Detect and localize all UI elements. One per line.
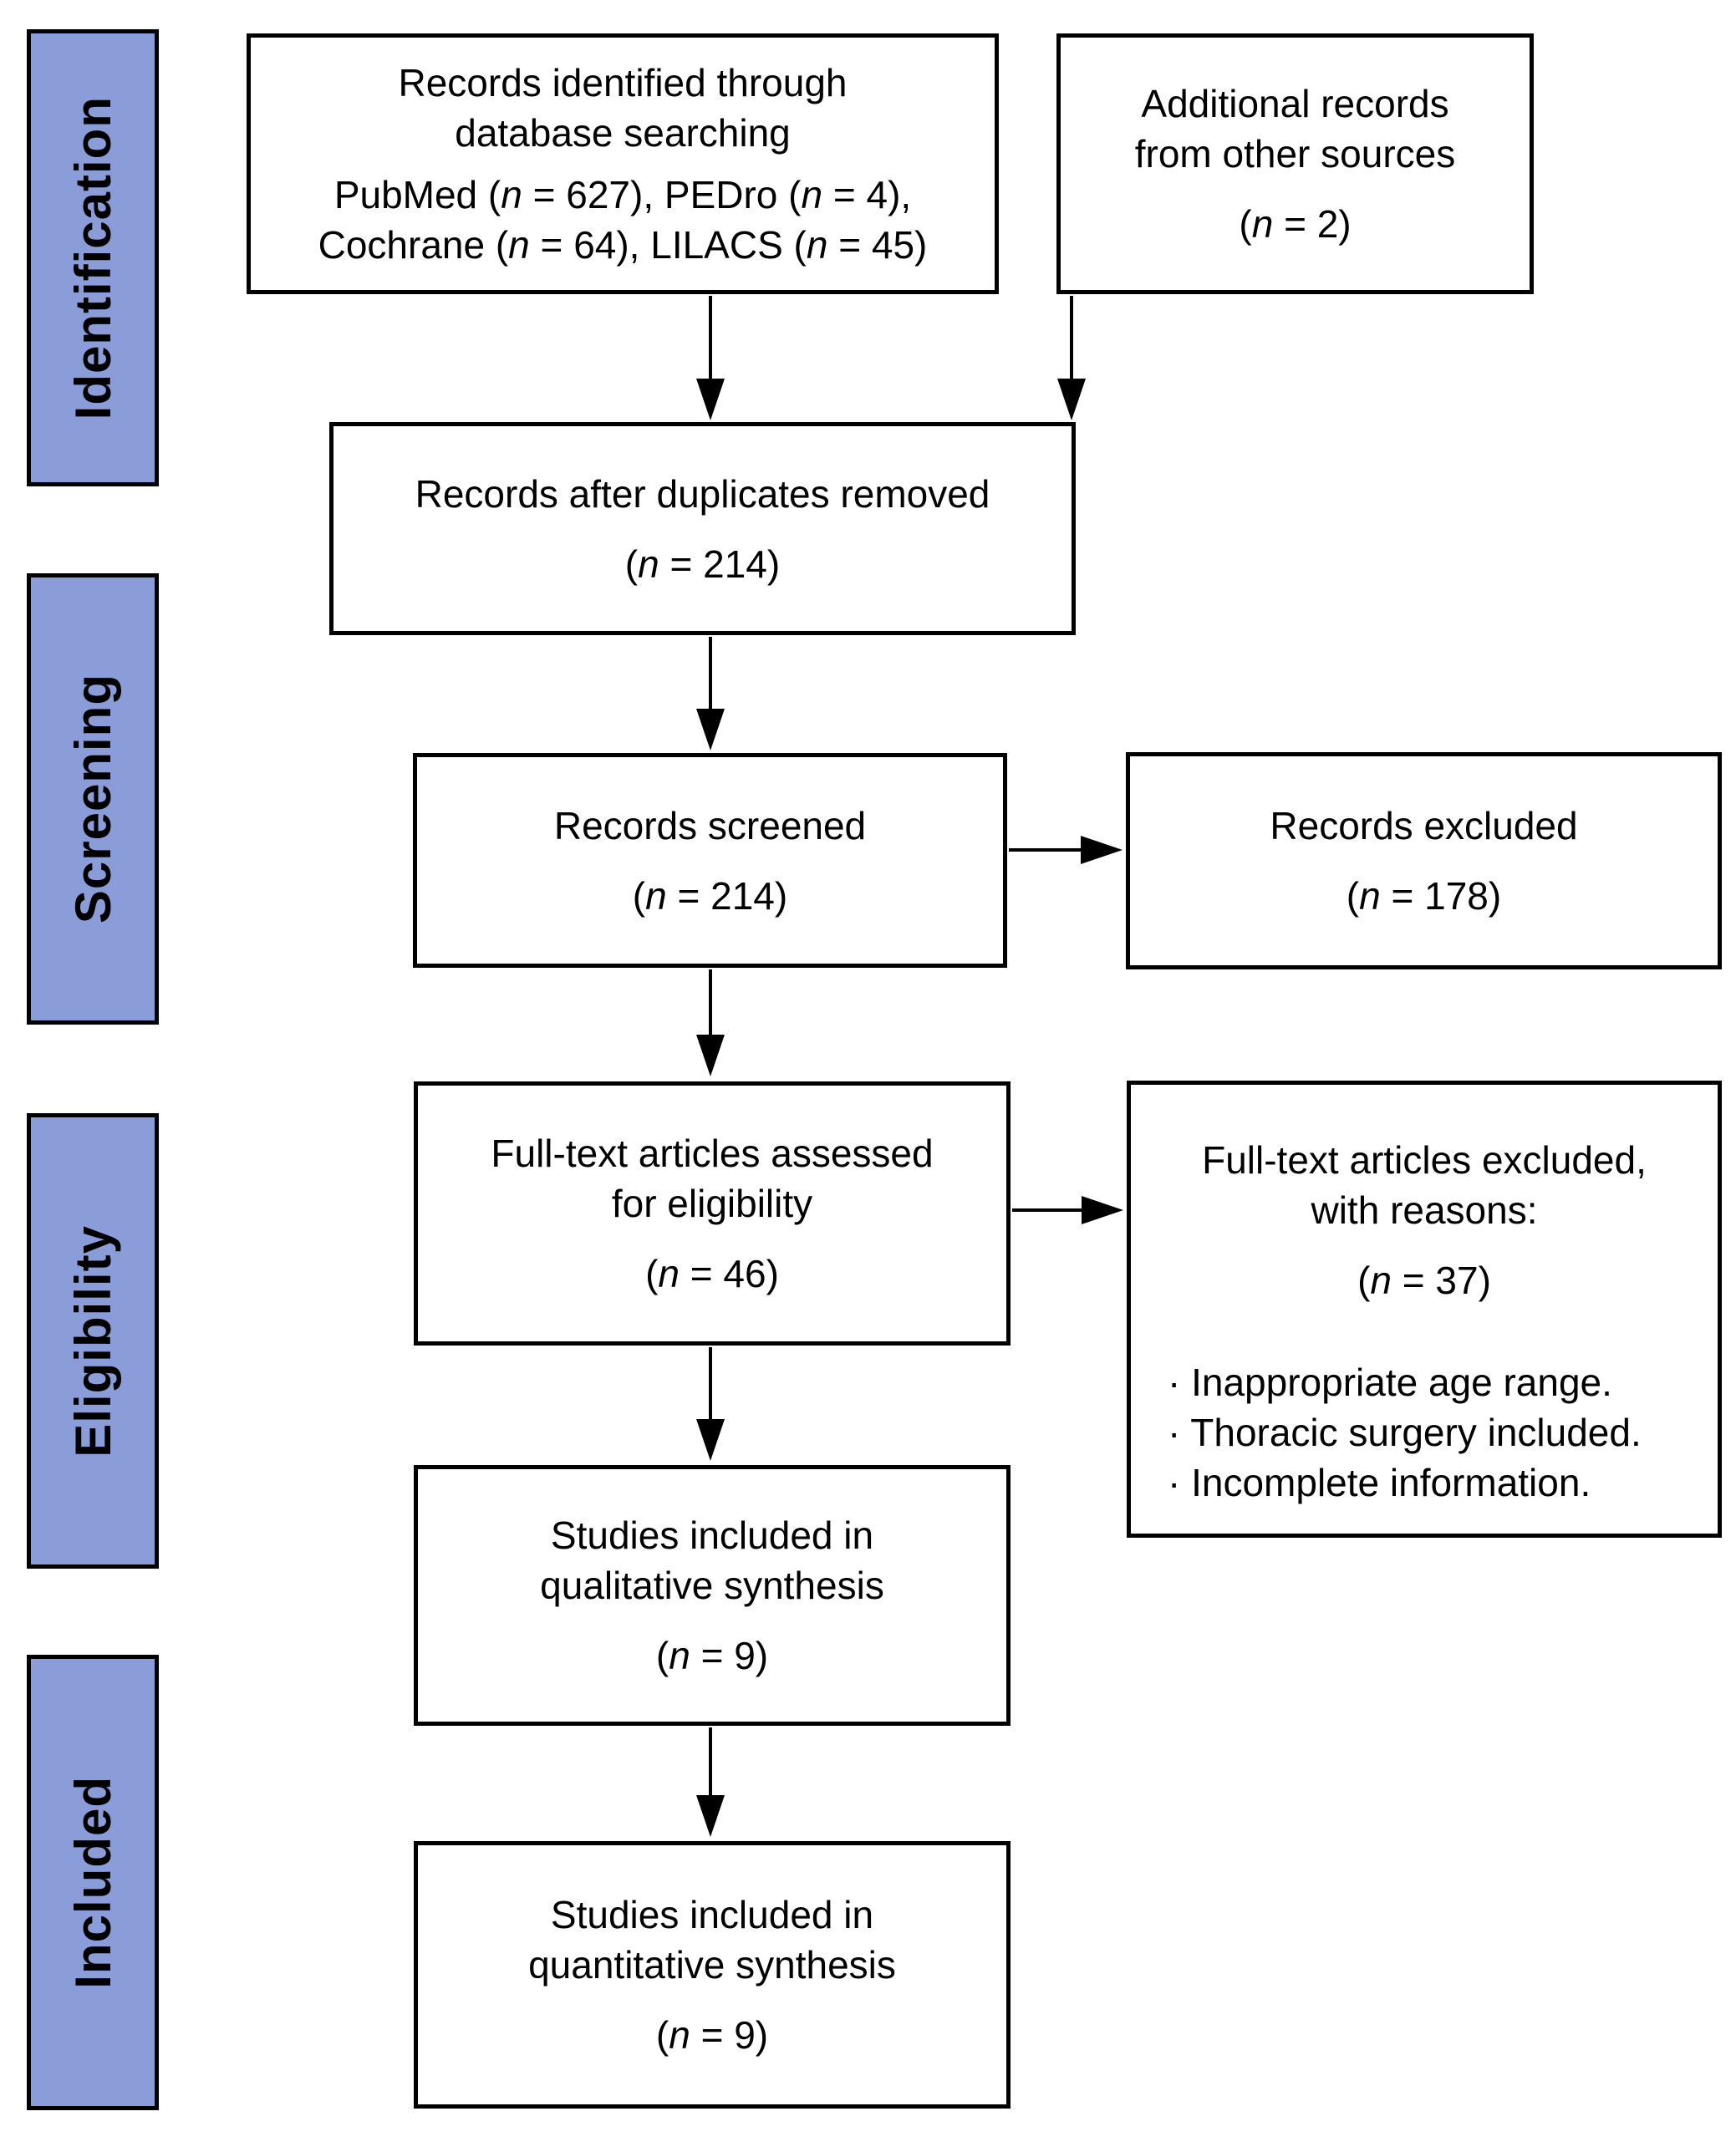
box-fulltext-assessed-count: (n = 46) [645,1252,779,1295]
box-quantitative-synthesis-count: (n = 9) [655,2013,769,2057]
arrow-qualitative-to-quantitative [696,1727,725,1837]
arrow-fulltext-to-qualitative [696,1347,725,1461]
stage-screening: Screening [27,573,159,1025]
stage-screening-label: Screening [64,674,121,924]
box-qualitative-synthesis: Studies included in qualitative synthesi… [414,1465,1011,1726]
box-fulltext-excluded-count: (n = 37) [1357,1259,1491,1302]
box-records-identified-line: Records identified through [398,61,848,104]
box-records-identified-sources: Cochrane (n = 64), LILACS (n = 45) [318,223,928,267]
arrow-screened-to-excluded [1009,836,1123,864]
box-records-identified: Records identified through database sear… [247,33,999,294]
stage-included-label: Included [64,1776,121,1989]
arrow-additional-to-duplicates [1057,296,1086,420]
box-records-excluded-line: Records excluded [1270,804,1578,847]
box-records-identified-line: database searching [455,111,791,155]
box-quantitative-synthesis: Studies included in quantitative synthes… [414,1841,1011,2109]
box-duplicates-removed-count: (n = 214) [624,542,781,586]
box-qualitative-synthesis-line: Studies included in [550,1514,874,1557]
stage-eligibility: Eligibility [27,1113,159,1569]
box-fulltext-assessed-line: Full-text articles assessed [491,1132,934,1175]
box-records-identified-sources: PubMed (n = 627), PEDro (n = 4), [333,173,912,216]
exclusion-reason-item: · Thoracic surgery included. [1168,1411,1642,1454]
box-additional-records: Additional records from other sources (n… [1056,33,1534,294]
stage-identification-label: Identification [64,95,121,420]
box-fulltext-assessed-line: for eligibility [611,1182,813,1225]
box-records-screened-line: Records screened [553,803,867,847]
arrow-screened-to-fulltext [696,969,725,1076]
arrow-fulltext-to-ft-excluded [1012,1196,1123,1224]
exclusion-reasons-list: · Inappropriate age range. · Thoracic su… [1131,1357,1642,1508]
box-quantitative-synthesis-line: Studies included in [550,1893,874,1936]
box-records-excluded-count: (n = 178) [1346,874,1502,918]
box-records-screened: Records screened (n = 214) [413,753,1007,968]
exclusion-reason-item: · Incomplete information. [1168,1461,1591,1504]
arrow-duplicates-to-screened [696,637,725,750]
exclusion-reason-item: · Inappropriate age range. [1168,1361,1612,1404]
box-additional-records-count: (n = 2) [1239,202,1352,246]
box-records-screened-count: (n = 214) [632,873,788,918]
box-fulltext-excluded-line: with reasons: [1311,1188,1538,1232]
box-fulltext-excluded-line: Full-text articles excluded, [1202,1138,1647,1182]
stage-identification: Identification [27,29,159,486]
box-qualitative-synthesis-count: (n = 9) [655,1634,769,1677]
box-records-excluded: Records excluded (n = 178) [1126,752,1722,969]
box-fulltext-assessed: Full-text articles assessed for eligibil… [414,1081,1011,1346]
stage-included: Included [27,1655,159,2110]
box-quantitative-synthesis-line: quantitative synthesis [528,1943,896,1987]
box-additional-records-line: from other sources [1134,132,1456,176]
box-qualitative-synthesis-line: qualitative synthesis [540,1564,884,1607]
box-duplicates-removed: Records after duplicates removed (n = 21… [329,422,1076,635]
stage-eligibility-label: Eligibility [64,1224,121,1458]
box-duplicates-removed-line: Records after duplicates removed [415,471,990,516]
box-fulltext-excluded: Full-text articles excluded, with reason… [1127,1081,1722,1538]
box-additional-records-line: Additional records [1141,82,1449,125]
arrow-identified-to-duplicates [696,296,725,420]
